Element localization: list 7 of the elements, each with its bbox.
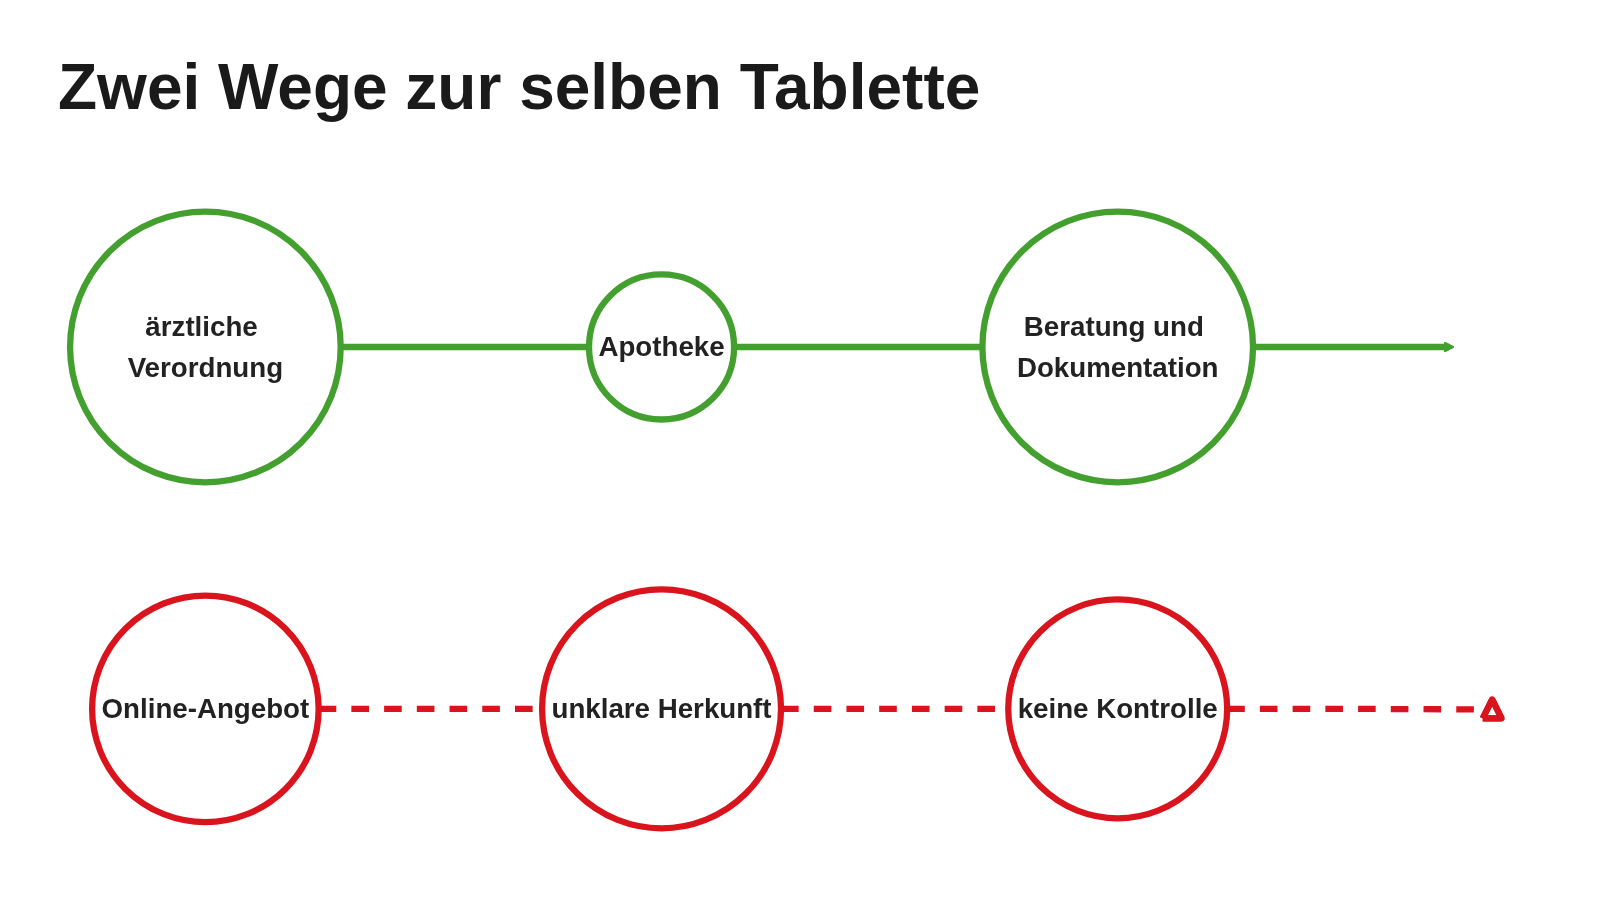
- node-circle: Beratung und Dokumentation: [979, 208, 1257, 486]
- node-circle: Apotheke: [585, 271, 738, 423]
- node-circle: unklare Herkunft: [538, 586, 785, 832]
- node-circle: ärztliche Verordnung: [66, 208, 344, 486]
- node-circle: Online-Angebot: [88, 592, 322, 826]
- title: Zwei Wege zur selben Tablette: [58, 50, 981, 124]
- node-circle: keine Kontrolle: [1005, 596, 1231, 822]
